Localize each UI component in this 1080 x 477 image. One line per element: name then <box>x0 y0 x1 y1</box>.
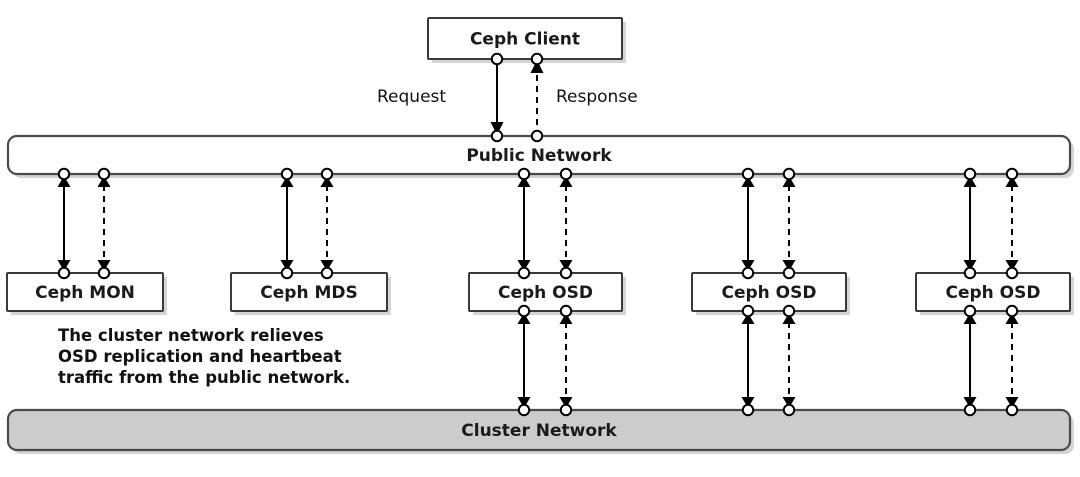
ceph-osd-3-bottom-dot-solid <box>963 304 977 318</box>
ceph-osd-2-public-solid-arrowhead-up <box>741 176 755 187</box>
ceph-osd-1-box[interactable] <box>468 272 623 312</box>
ceph-osd-3-cluster-dot-solid <box>963 403 977 417</box>
ceph-osd-1-cluster-dashed-arrowhead-down <box>559 397 573 408</box>
ceph-mds-public-solid-arrowhead-down <box>280 260 294 271</box>
request-label: Request <box>377 87 446 107</box>
ceph-client-connector-dot-solid <box>490 52 504 66</box>
ceph-osd-2-public-dot-dashed <box>782 167 796 181</box>
ceph-osd-1-cluster-dot-solid <box>517 403 531 417</box>
ceph-mon-public-solid-arrowhead-up <box>57 176 71 187</box>
ceph-osd-2-bottom-dot-dashed <box>782 304 796 318</box>
ceph-osd-3-cluster-solid-arrowhead-up <box>963 313 977 324</box>
ceph-osd-2-public-dashed-arrowhead-up <box>782 176 796 187</box>
ceph-osd-2-cluster-dashed-arrowhead-down <box>782 397 796 408</box>
public-network-top-dot-dashed <box>530 129 544 143</box>
ceph-osd-3-cluster-dot-dashed <box>1005 403 1019 417</box>
cluster-network-note-line-1: The cluster network relieves <box>58 326 324 345</box>
ceph-mds-label: Ceph MDS <box>260 283 357 303</box>
ceph-osd-2-public-dot-solid <box>741 167 755 181</box>
ceph-mds-public-dot-dashed <box>320 167 334 181</box>
ceph-mon-public-dashed-arrowhead-down <box>97 260 111 271</box>
response-label: Response <box>556 87 638 107</box>
ceph-osd-3-public-solid-arrowhead-down <box>963 260 977 271</box>
ceph-osd-3-top-dot-dashed <box>1005 266 1019 280</box>
public-network-top-dot-solid <box>490 129 504 143</box>
ceph-mon-box[interactable] <box>6 272 164 312</box>
ceph-osd-3-public-dot-solid <box>963 167 977 181</box>
ceph-mds-box[interactable] <box>230 272 388 312</box>
ceph-mon-top-dot-dashed <box>97 266 111 280</box>
ceph-mds-public-solid-arrowhead-up <box>280 176 294 187</box>
ceph-osd-3-bottom-dot-dashed <box>1005 304 1019 318</box>
ceph-osd-2-public-solid-arrowhead-down <box>741 260 755 271</box>
ceph-osd-2-cluster-dot-solid <box>741 403 755 417</box>
ceph-osd-1-public-solid-arrowhead-down <box>517 260 531 271</box>
cluster-network-bar[interactable] <box>6 408 1072 452</box>
ceph-osd-1-public-dashed-arrowhead-down <box>559 260 573 271</box>
ceph-client-connector-dot-dashed <box>530 52 544 66</box>
ceph-osd-3-box[interactable] <box>915 272 1071 312</box>
ceph-mds-public-dashed-arrowhead-up <box>320 176 334 187</box>
ceph-osd-2-cluster-solid-arrowhead-up <box>741 313 755 324</box>
ceph-osd-2-box[interactable] <box>691 272 847 312</box>
ceph-mds-top-dot-solid <box>280 266 294 280</box>
ceph-mon-top-dot-solid <box>57 266 71 280</box>
ceph-osd-3-public-solid-arrowhead-up <box>963 176 977 187</box>
ceph-mon-public-dot-solid <box>57 167 71 181</box>
ceph-client-label: Ceph Client <box>470 30 580 50</box>
ceph-osd-2-top-dot-dashed <box>782 266 796 280</box>
ceph-osd-1-public-dot-solid <box>517 167 531 181</box>
ceph-mon-public-dashed-arrowhead-up <box>97 176 111 187</box>
ceph-mds-top-dot-dashed <box>320 266 334 280</box>
public-network-label: Public Network <box>466 146 612 166</box>
ceph-osd-1-top-dot-dashed <box>559 266 573 280</box>
ceph-osd-1-public-dot-dashed <box>559 167 573 181</box>
shape-layer <box>6 17 1074 454</box>
ceph-osd-1-cluster-solid-arrowhead-down <box>517 397 531 408</box>
ceph-osd-3-public-dot-dashed <box>1005 167 1019 181</box>
ceph-mon-public-solid-arrowhead-down <box>57 260 71 271</box>
ceph-osd-3-cluster-solid-arrowhead-down <box>963 397 977 408</box>
ceph-osd-2-cluster-solid-arrowhead-down <box>741 397 755 408</box>
ceph-osd-1-bottom-dot-dashed <box>559 304 573 318</box>
cluster-network-label: Cluster Network <box>461 421 617 441</box>
ceph-osd-1-public-dashed-arrowhead-up <box>559 176 573 187</box>
ceph-osd-1-label: Ceph OSD <box>498 283 593 303</box>
ceph-osd-3-label: Ceph OSD <box>945 283 1040 303</box>
ceph-osd-1-cluster-dashed-arrowhead-up <box>559 313 573 324</box>
ceph-osd-3-cluster-dashed-arrowhead-down <box>1005 397 1019 408</box>
ceph-osd-2-cluster-dashed-arrowhead-up <box>782 313 796 324</box>
ceph-mon-label: Ceph MON <box>35 283 135 303</box>
ceph-osd-1-cluster-solid-arrowhead-up <box>517 313 531 324</box>
ceph-client-box[interactable] <box>427 17 623 60</box>
ceph-osd-2-bottom-dot-solid <box>741 304 755 318</box>
request-arrowhead <box>490 122 504 135</box>
ceph-osd-2-cluster-dot-dashed <box>782 403 796 417</box>
connector-lines <box>57 59 1019 410</box>
ceph-osd-3-cluster-dashed-arrowhead-up <box>1005 313 1019 324</box>
response-arrowhead <box>530 60 544 73</box>
ceph-osd-3-top-dot-solid <box>963 266 977 280</box>
ceph-osd-2-public-dashed-arrowhead-down <box>782 260 796 271</box>
ceph-mds-public-dot-solid <box>280 167 294 181</box>
ceph-osd-3-public-dashed-arrowhead-down <box>1005 260 1019 271</box>
ceph-osd-1-public-solid-arrowhead-up <box>517 176 531 187</box>
ceph-osd-3-public-dashed-arrowhead-up <box>1005 176 1019 187</box>
ceph-osd-2-top-dot-solid <box>741 266 755 280</box>
ceph-osd-2-label: Ceph OSD <box>721 283 816 303</box>
ceph-osd-1-cluster-dot-dashed <box>559 403 573 417</box>
cluster-network-note-line-3: traffic from the public network. <box>58 368 350 387</box>
ceph-osd-1-top-dot-solid <box>517 266 531 280</box>
connection-dots <box>57 52 1019 417</box>
cluster-network-note-line-2: OSD replication and heartbeat <box>58 347 342 366</box>
ceph-osd-1-bottom-dot-solid <box>517 304 531 318</box>
ceph-mds-public-dashed-arrowhead-down <box>320 260 334 271</box>
ceph-mon-public-dot-dashed <box>97 167 111 181</box>
